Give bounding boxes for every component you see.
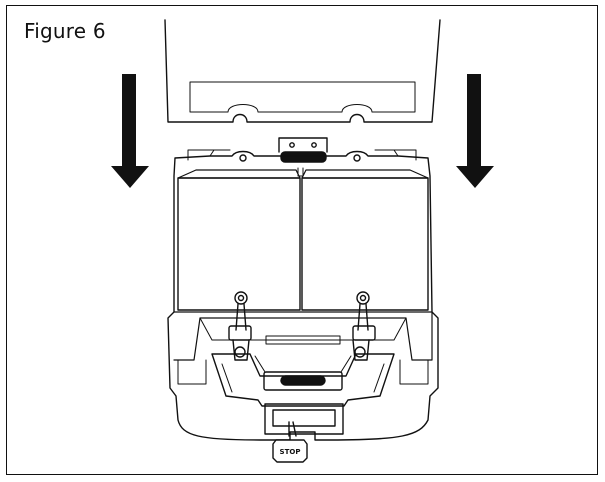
front-housing <box>173 311 433 385</box>
down-arrow-icon <box>456 74 494 188</box>
stop-label: STOP <box>280 448 301 456</box>
stop-tag <box>272 421 308 463</box>
battery-right <box>301 169 429 311</box>
clamp-right <box>352 291 376 361</box>
hinge-tab <box>278 137 328 163</box>
clamp-left <box>228 291 252 361</box>
lid-cover <box>164 19 441 123</box>
label-window <box>264 403 344 435</box>
latch-handle <box>211 353 395 407</box>
down-arrow-icon <box>111 74 149 188</box>
battery-left <box>177 169 301 311</box>
arrow-right <box>456 74 494 188</box>
arrow-left <box>111 74 149 188</box>
figure-title: Figure 6 <box>24 19 106 43</box>
battery-tray <box>167 149 439 441</box>
